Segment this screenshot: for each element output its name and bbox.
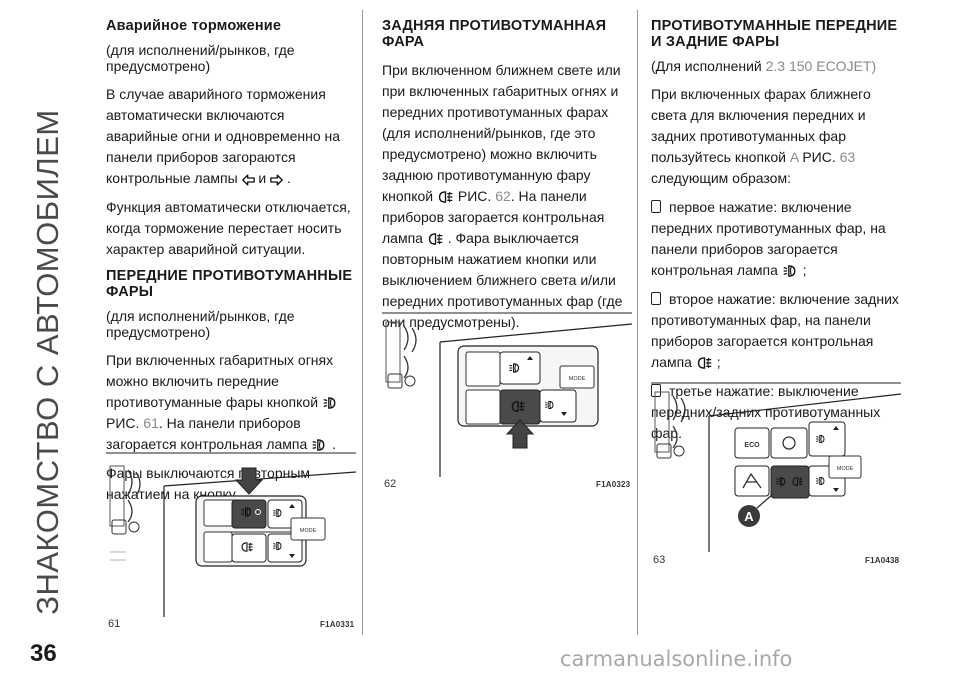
text: (Для исполнений bbox=[651, 58, 762, 74]
paragraph-auto-off: Функция автоматически отключается, когда… bbox=[106, 199, 351, 257]
column-2: ЗАДНЯЯ ПРОТИВОТУМАННАЯ ФАРА При включенн… bbox=[382, 18, 632, 341]
availability-note: (для исполнений/рынков, где предусмотрен… bbox=[106, 42, 295, 74]
callout-a-label: A bbox=[744, 509, 754, 524]
figure-number: 62 bbox=[384, 478, 397, 490]
text: первое нажатие: включение передних проти… bbox=[651, 199, 886, 278]
text: ; bbox=[802, 262, 807, 278]
column-divider bbox=[362, 10, 363, 635]
list-item: третье нажатие: выключение передних/задн… bbox=[651, 381, 901, 444]
column-1: Аварийное торможение (для исполнений/рын… bbox=[106, 18, 356, 513]
dashboard-illustration: MODE bbox=[106, 452, 356, 617]
text: РИС. bbox=[106, 415, 140, 431]
rear-fog-icon bbox=[437, 190, 454, 204]
figure-ref: 62 bbox=[495, 188, 511, 204]
watermark: carmanualsonline.info bbox=[560, 647, 793, 671]
figure-number: 63 bbox=[653, 554, 666, 566]
bullet-icon bbox=[651, 200, 661, 213]
mode-button-label: MODE bbox=[300, 528, 317, 534]
text: При включенных фарах ближнего света для … bbox=[651, 86, 871, 165]
turn-signal-right-icon bbox=[270, 174, 283, 186]
list-item: первое нажатие: включение передних проти… bbox=[651, 197, 901, 281]
paragraph-rear-fog: При включенном ближнем свете или при вкл… bbox=[382, 60, 632, 333]
text: . Фара выключается повторным нажатием кн… bbox=[382, 230, 623, 330]
front-fog-icon bbox=[322, 396, 339, 410]
text: . На панели приборов загорается контроль… bbox=[382, 188, 605, 246]
text: третье нажатие: выключение передних/задн… bbox=[651, 383, 881, 441]
bullet-icon bbox=[651, 292, 661, 305]
text: . bbox=[287, 170, 291, 186]
text: РИС. bbox=[457, 188, 492, 204]
page-number: 36 bbox=[30, 640, 57, 667]
list-item: второе нажатие: включение задних противо… bbox=[651, 289, 901, 373]
front-fog-icon bbox=[311, 438, 328, 452]
engine-version: 2.3 150 ECOJET) bbox=[765, 58, 877, 74]
text: и bbox=[258, 170, 267, 186]
availability-note: (для исполнений/рынков, где предусмотрен… bbox=[106, 308, 295, 340]
heading-front-rear-fog: ПРОТИВОТУМАННЫЕ ПЕРЕДНИЕ И ЗАДНИЕ ФАРЫ bbox=[651, 18, 898, 50]
button-letter: A bbox=[789, 149, 799, 165]
paragraph-front-rear-fog: При включенных фарах ближнего света для … bbox=[651, 84, 901, 189]
eco-button-label: ECO bbox=[744, 442, 760, 449]
heading-front-fog: ПЕРЕДНИЕ ПРОТИВОТУМАННЫЕ ФАРЫ bbox=[106, 268, 353, 300]
text: При включенных габаритных огнях можно вк… bbox=[106, 352, 334, 410]
figure-63: ECO MODE A 63 F1A0438 bbox=[651, 382, 901, 568]
heading-rear-fog: ЗАДНЯЯ ПРОТИВОТУМАННАЯ ФАРА bbox=[382, 18, 607, 50]
figure-code: F1A0331 bbox=[320, 620, 355, 629]
text: ; bbox=[716, 354, 721, 370]
mode-button-label: MODE bbox=[837, 466, 854, 472]
figure-ref: 61 bbox=[143, 415, 159, 431]
figure-code: F1A0438 bbox=[865, 556, 900, 565]
figure-ref: 63 bbox=[839, 149, 856, 165]
column-divider bbox=[637, 10, 638, 635]
text: . На панели приборов загорается контроль… bbox=[106, 415, 308, 452]
rear-fog-icon bbox=[696, 356, 713, 370]
figure-number: 61 bbox=[108, 618, 121, 630]
rear-fog-icon bbox=[427, 232, 444, 246]
dashboard-illustration: ECO MODE A bbox=[651, 382, 901, 552]
paragraph-emergency-braking: В случае аварийного торможения автоматич… bbox=[106, 84, 356, 189]
figure-code: F1A0323 bbox=[596, 480, 631, 489]
figure-62: MODE 62 F1A0323 bbox=[382, 312, 632, 492]
text: При включенном ближнем свете или при вкл… bbox=[382, 62, 621, 204]
text: РИС. bbox=[802, 149, 836, 165]
turn-signal-left-icon bbox=[242, 174, 255, 186]
text: В случае аварийного торможения автоматич… bbox=[106, 86, 341, 186]
section-sidebar-title: ЗНАКОМСТВО С АВТОМОБИЛЕМ bbox=[30, 109, 65, 615]
column-3: ПРОТИВОТУМАННЫЕ ПЕРЕДНИЕ И ЗАДНИЕ ФАРЫ (… bbox=[651, 18, 901, 452]
mode-button-label: MODE bbox=[569, 376, 586, 382]
heading-emergency-braking: Аварийное торможение bbox=[106, 18, 282, 34]
front-fog-icon bbox=[782, 264, 799, 278]
text: следующим образом: bbox=[651, 170, 791, 186]
dashboard-illustration: MODE bbox=[382, 312, 632, 477]
text: второе нажатие: включение задних противо… bbox=[651, 291, 899, 370]
text: . bbox=[332, 436, 336, 452]
availability-note: (Для исполнений 2.3 150 ECOJET) bbox=[651, 58, 901, 74]
bullet-icon bbox=[651, 384, 661, 397]
paragraph-front-fog: При включенных габаритных огнях можно вк… bbox=[106, 350, 356, 455]
figure-61: MODE 61 F1A0331 bbox=[106, 452, 356, 632]
